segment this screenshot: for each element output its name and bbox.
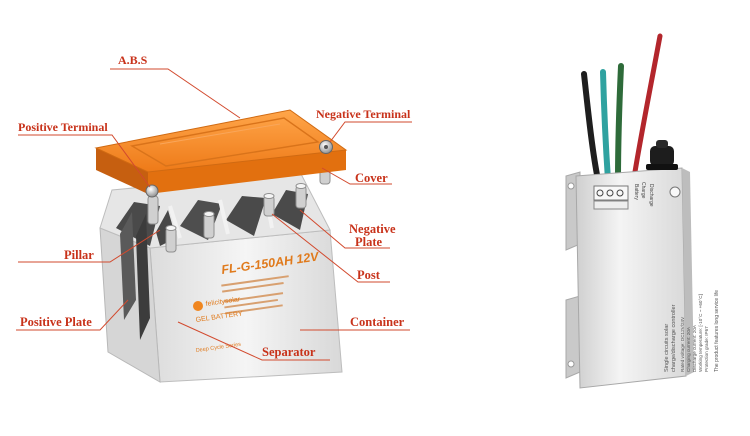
label-abs: A.B.S <box>118 53 148 67</box>
wire-teal <box>600 69 611 183</box>
lid-inset <box>130 117 320 167</box>
battery-posts <box>147 157 331 253</box>
leader-positive-terminal <box>18 134 151 188</box>
brand-logo-icon <box>193 301 203 311</box>
case-fine-print <box>221 275 289 315</box>
terminal-block <box>593 185 629 210</box>
case-brand-text: felicitysolar <box>205 296 241 308</box>
label-positive-terminal: Positive Terminal <box>18 120 108 134</box>
wire-red <box>631 33 663 181</box>
spec-line-2: charge/discharge controller <box>671 304 677 372</box>
spec-line-1: Single circuits solar <box>664 324 670 372</box>
port-label-charge: Charge <box>640 182 646 199</box>
wire-green <box>615 63 624 183</box>
spec-line-7: Protection grade: IP67 <box>704 326 709 372</box>
leader-pillar <box>18 229 161 263</box>
battery-lid <box>94 109 348 194</box>
label-negative-plate-line2: Plate <box>355 235 383 249</box>
part-labels: A.B.S Positive Terminal Negative Termina… <box>18 53 411 359</box>
leader-cover <box>321 167 392 185</box>
leader-separator <box>177 321 330 361</box>
spec-line-4: Charging current: 20A <box>686 326 691 372</box>
port-cap <box>646 140 678 170</box>
leader-positive-plate <box>16 299 129 331</box>
spec-line-6: Working temperature: [-10°C ~ +60°C] <box>698 294 703 372</box>
leader-lines <box>16 68 412 361</box>
battery-illustration: FL-G-150AH 12V felicitysolar GEL BATTERY… <box>94 109 348 383</box>
wire-black <box>581 71 601 183</box>
label-negative-terminal: Negative Terminal <box>316 107 411 121</box>
positive-terminal-cap <box>145 184 159 198</box>
leader-negative-terminal <box>329 121 412 143</box>
label-post: Post <box>357 268 381 282</box>
controller-spec-text: Single circuits solar charge/discharge c… <box>664 290 720 372</box>
label-cover: Cover <box>355 171 388 185</box>
label-pillar: Pillar <box>64 248 94 262</box>
port-label-discharge: Discharge <box>648 184 654 207</box>
controller-housing-edge <box>682 168 694 376</box>
port-label-battery: Battery <box>633 184 639 200</box>
lid-front-edge <box>96 148 148 194</box>
label-positive-plate: Positive Plate <box>20 315 92 329</box>
label-container: Container <box>350 315 405 329</box>
label-negative-plate-line1: Negative <box>349 222 396 236</box>
leader-negative-plate <box>299 209 390 249</box>
controller-wires <box>581 33 663 183</box>
spec-line-3: Rated voltage: DC12V/24V <box>680 316 685 372</box>
status-indicator <box>669 186 681 198</box>
spec-line-8: The product features long service life <box>714 290 720 372</box>
spec-line-5: Discharge current: 20A <box>692 324 697 372</box>
lid-top <box>94 109 348 173</box>
leader-abs <box>110 68 241 119</box>
label-separator: Separator <box>262 345 316 359</box>
charge-controller: Charge Battery Discharge Single circuits… <box>565 33 720 389</box>
leader-post <box>271 213 390 283</box>
lid-front-face <box>148 150 346 194</box>
